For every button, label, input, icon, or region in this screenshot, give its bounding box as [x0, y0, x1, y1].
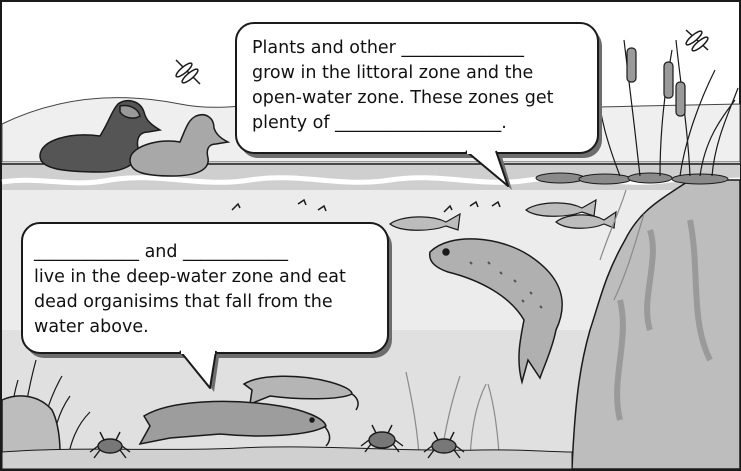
bubble-top-line-2: grow in the littoral zone and the	[252, 61, 553, 86]
bubble-bottom-line-4: water above.	[34, 315, 346, 340]
bubble-top-text: Plants and other ______________ grow in …	[252, 36, 553, 136]
bubble-bottom-line-2: live in the deep-water zone and eat	[34, 265, 346, 290]
bubble-top-line-4: plenty of ___________________.	[252, 111, 553, 136]
bubble-top-line-1: Plants and other ______________	[252, 36, 553, 61]
lake-bottom	[2, 447, 572, 469]
bubble-top-line-3: open-water zone. These zones get	[252, 86, 553, 111]
bubble-bottom-line-3: dead organisims that fall from the	[34, 290, 346, 315]
bubble-bottom-line-1: ____________ and ____________	[34, 240, 346, 265]
bubble-bottom-text: ____________ and ____________ live in th…	[34, 240, 346, 340]
